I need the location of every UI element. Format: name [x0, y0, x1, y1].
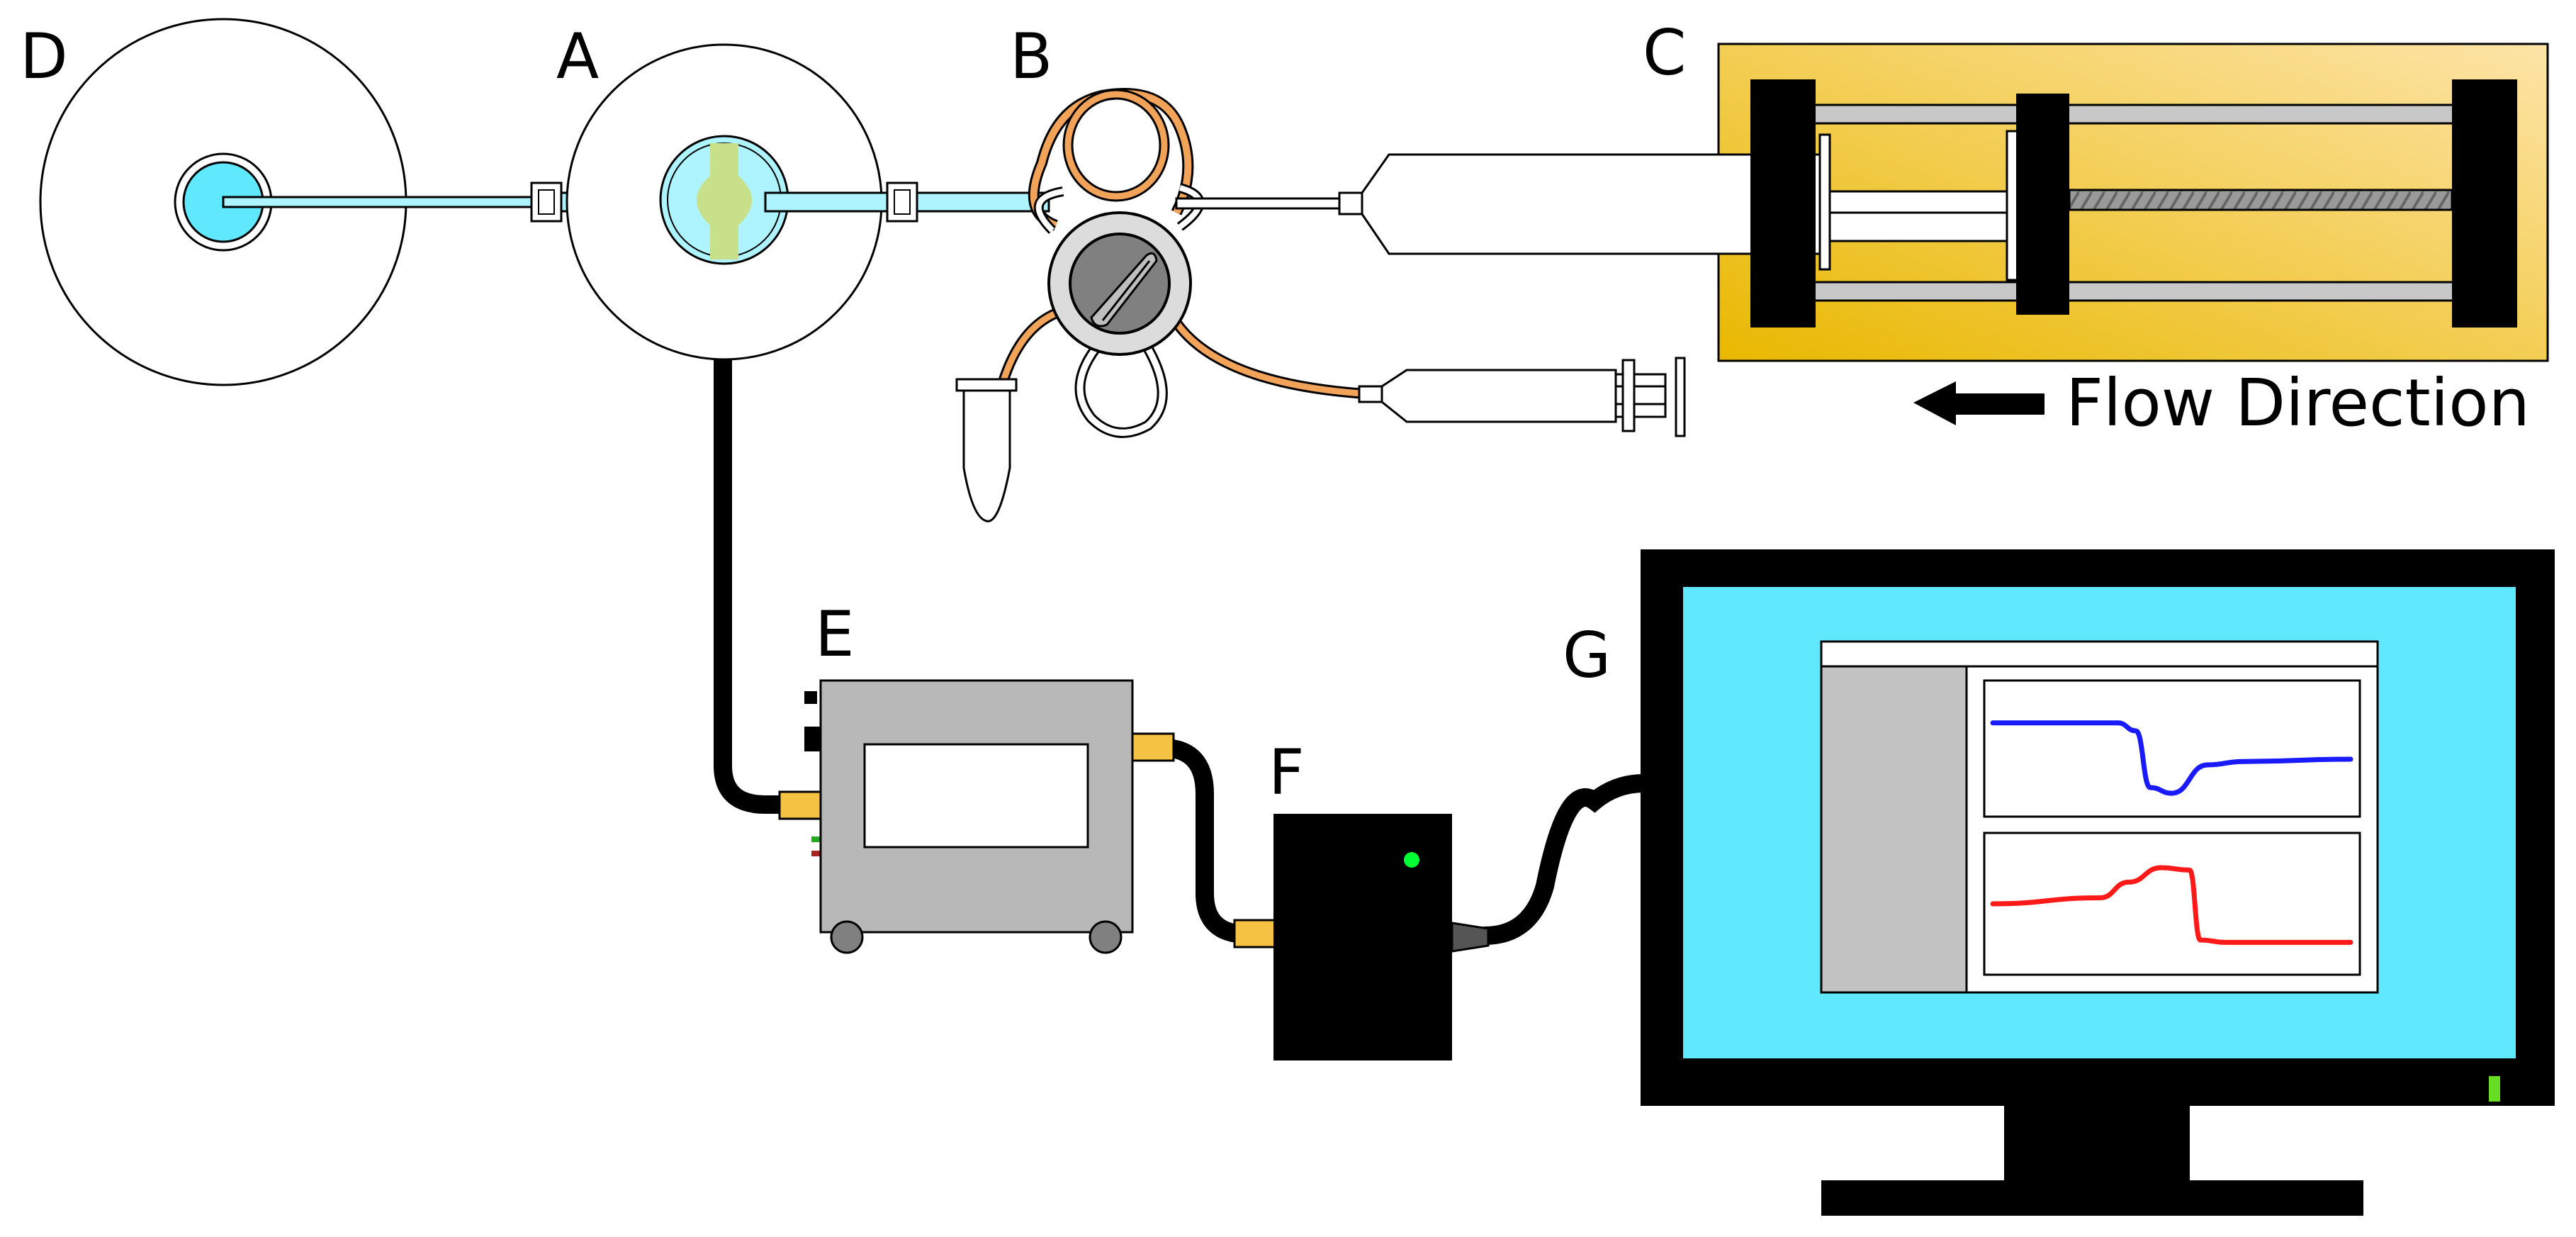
- connector-f: [1233, 919, 1277, 948]
- pump-block-left: [1750, 79, 1816, 328]
- arrow-left-icon: [1913, 381, 2045, 425]
- plot-panel-bottom: [1983, 832, 2361, 976]
- flow-direction-indicator: Flow Direction: [1913, 365, 2530, 441]
- component-labels: D A B C E F G: [20, 16, 1686, 809]
- trace-blue: [1990, 720, 2353, 796]
- pump-block-right: [2452, 79, 2517, 328]
- component-f: [1233, 814, 1490, 1060]
- connector-left: [778, 790, 822, 820]
- sample-strip: [697, 143, 752, 259]
- cables: [714, 345, 1653, 945]
- plot-panel-top: [1983, 679, 2361, 818]
- pump-block-middle: [2016, 94, 2069, 315]
- software-sidebar: [1820, 665, 1968, 994]
- usb-plug: [1451, 922, 1490, 953]
- label-f: F: [1269, 736, 1305, 809]
- component-c: [1338, 43, 2549, 362]
- flow-direction-label: Flow Direction: [2066, 365, 2530, 441]
- component-b: [997, 88, 1361, 438]
- label-d: D: [20, 20, 68, 93]
- component-a: [530, 43, 1050, 361]
- led-icon: [1404, 852, 1419, 868]
- label-g: G: [1563, 619, 1611, 692]
- component-e: [778, 679, 1175, 954]
- cable-f-to-g: [1475, 774, 1653, 945]
- power-led-icon: [2489, 1076, 2500, 1102]
- trace-red: [1990, 865, 2353, 945]
- label-a: A: [556, 20, 599, 93]
- label-e: E: [815, 598, 855, 671]
- sample-tube: [955, 378, 1018, 522]
- label-c: C: [1643, 16, 1686, 89]
- label-b: B: [1010, 20, 1052, 93]
- cable-e-to-f: [1153, 739, 1278, 944]
- small-syringe: [1358, 357, 1686, 437]
- component-g: [1641, 549, 2555, 1216]
- connector-right: [1131, 732, 1175, 762]
- cable-a-to-e: [714, 345, 799, 814]
- display-window: [863, 743, 1089, 849]
